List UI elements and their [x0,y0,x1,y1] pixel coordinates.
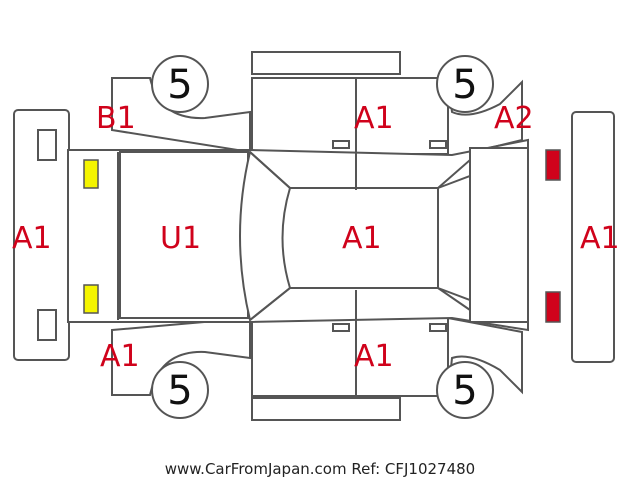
taillamp-red-top [545,149,561,181]
wheel-score-left-rear: 5 [452,62,477,108]
hood [119,151,249,319]
headlamp-yellow-top [83,159,99,189]
code-right-front-fender: A1 [100,339,140,374]
code-left-front-door: A1 [354,101,394,136]
left-rear-quarter [447,77,523,160]
wheel-left-front [151,55,209,113]
code-front-bumper: A1 [12,221,52,256]
left-rear-door-handle [429,140,447,149]
headlamp-yellow-bottom [83,284,99,314]
code-rear-bumper: A1 [580,221,620,256]
wheel-left-rear [436,55,494,113]
right-front-fender [111,316,251,396]
right-rear-door-handle [429,323,447,332]
a-pillar-left [249,151,291,189]
front-bumper-tab-top [37,129,57,161]
wheel-score-left-front: 5 [167,62,192,108]
left-front-door-handle [332,140,350,149]
front-bumper-tab-bottom [37,309,57,341]
trunk-lid [469,147,529,323]
code-hood: U1 [160,221,201,256]
wheel-score-right-front: 5 [167,368,192,414]
code-left-rear-quarter: A2 [494,101,534,136]
wheel-score-right-rear: 5 [452,368,477,414]
right-front-door-handle [332,323,350,332]
wheel-right-rear [436,361,494,419]
roof [281,187,439,289]
right-side-sill [251,397,401,421]
a-pillar-right [249,287,291,321]
code-left-front-fender: B1 [96,101,136,136]
footer-reference: www.CarFromJapan.com Ref: CFJ1027480 [165,460,475,478]
rear-bumper [571,111,615,363]
code-roof: A1 [342,221,382,256]
right-rear-quarter [447,316,523,397]
wheel-right-front [151,361,209,419]
left-side-sill [251,51,401,75]
taillamp-red-bottom [545,291,561,323]
code-right-front-door: A1 [354,339,394,374]
